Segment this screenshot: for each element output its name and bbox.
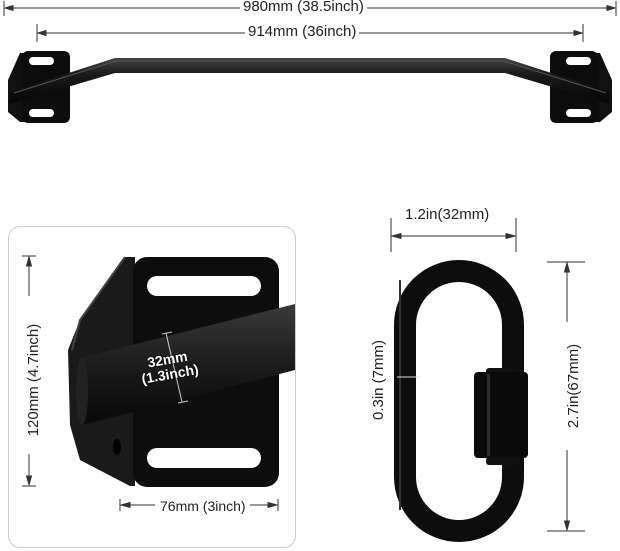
quick-link-illustration (390, 218, 585, 542)
pullup-bar-illustration (3, 1, 617, 123)
bracket-height-label: 120mm (4.7inch) (25, 306, 42, 454)
bracket-closeup-illustration (22, 255, 295, 511)
quick-link-width-label: 1.2in(32mm) (402, 207, 493, 223)
bracket-width-label: 76mm (3inch) (157, 498, 249, 514)
overall-length-label: 980mm (38.5inch) (240, 0, 367, 15)
quick-link-sleeve (474, 368, 528, 465)
bar-tube (10, 58, 610, 104)
quick-link-thickness-label: 0.3in (7mm) (370, 339, 387, 421)
bracket-width-dimension-line (119, 499, 279, 511)
quick-link-height-dimension-line (547, 261, 585, 532)
inner-length-label: 914mm (36inch) (245, 24, 360, 40)
quick-link-width-dimension-line (390, 218, 517, 252)
tube-closeup (80, 304, 295, 425)
quick-link-height-label: 2.7in(67mm) (565, 322, 582, 450)
